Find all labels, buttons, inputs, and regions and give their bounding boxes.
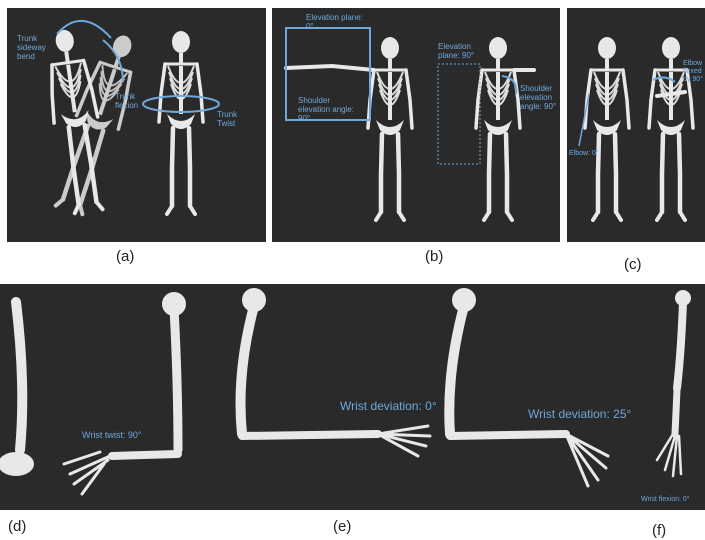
forearm xyxy=(112,454,178,456)
humerus xyxy=(677,302,683,388)
panel-f-arm xyxy=(633,284,705,510)
forearm-left xyxy=(242,434,378,436)
panel-d-wrist-twist: Wrist twist: 90° xyxy=(0,284,228,510)
caption-a: (a) xyxy=(116,248,134,265)
humerus-left xyxy=(241,306,255,434)
forearm xyxy=(675,390,677,434)
label-wrist-deviation-25: Wrist deviation: 25° xyxy=(528,408,631,422)
label-wrist-flexion: Wrist flexion: 0° xyxy=(641,496,690,504)
panel-c-elbow: Elbow: 0° Elbow flexed by 90° xyxy=(567,8,705,242)
hand-right xyxy=(566,434,608,486)
panel-c-skeletons xyxy=(567,8,705,242)
label-elbow-flexed: Elbow flexed by 90° xyxy=(683,60,705,84)
label-elbow-0: Elbow: 0° xyxy=(569,150,609,158)
caption-f: (f) xyxy=(652,522,666,539)
caption-b: (b) xyxy=(425,248,443,265)
panel-d-arm xyxy=(0,284,228,510)
hand-left-edge xyxy=(0,452,34,476)
label-trunk-sideway-bend: Trunk sideway bend xyxy=(17,34,59,62)
caption-d: (d) xyxy=(8,518,26,535)
elbow-0-pointer xyxy=(579,94,589,146)
skeleton-shoulder-plane-0 xyxy=(368,37,412,220)
humerus-right xyxy=(449,306,464,434)
skeleton-trunk-flexion xyxy=(48,29,146,217)
label-trunk-flexion: Trunk flexion xyxy=(115,92,149,110)
hand xyxy=(657,434,681,476)
caption-c: (c) xyxy=(624,256,642,273)
hand-left xyxy=(378,426,430,456)
panel-b-skeletons xyxy=(272,8,560,242)
panel-b-shoulder: Elevation plane: 0° Shoulder elevation a… xyxy=(272,8,560,242)
label-trunk-twist: Trunk Twist xyxy=(217,110,251,128)
label-elevation-plane-0: Elevation plane: 0° xyxy=(306,13,364,31)
left-arm-raised xyxy=(286,66,374,70)
panel-e-arms xyxy=(228,284,633,510)
humerus xyxy=(174,308,178,450)
skeleton-shoulder-plane-90 xyxy=(476,37,520,220)
skeleton-trunk-twist xyxy=(159,31,203,214)
panel-a-trunk: Trunk sideway bend Trunk flexion Trunk T… xyxy=(7,8,266,242)
caption-e: (e) xyxy=(333,518,351,535)
label-shoulder-angle-right: Shoulder elevation angle: 90° xyxy=(520,84,560,112)
panel-f-wrist-flexion: Wrist flexion: 0° xyxy=(633,284,705,510)
skeleton-elbow-0 xyxy=(585,37,629,220)
label-wrist-twist: Wrist twist: 90° xyxy=(82,430,141,440)
label-wrist-deviation-0: Wrist deviation: 0° xyxy=(340,400,437,414)
forearm-right xyxy=(450,434,566,436)
humerus-left-edge xyxy=(16,302,22,450)
panel-e-wrist-deviation: Wrist deviation: 0° Wrist deviation: 25° xyxy=(228,284,633,510)
label-elevation-plane-90: Elevation plane: 90° xyxy=(438,42,494,60)
hand xyxy=(64,452,110,494)
label-shoulder-angle-left: Shoulder elevation angle: 90° xyxy=(298,96,358,124)
elevation-plane-90-box xyxy=(438,64,480,164)
